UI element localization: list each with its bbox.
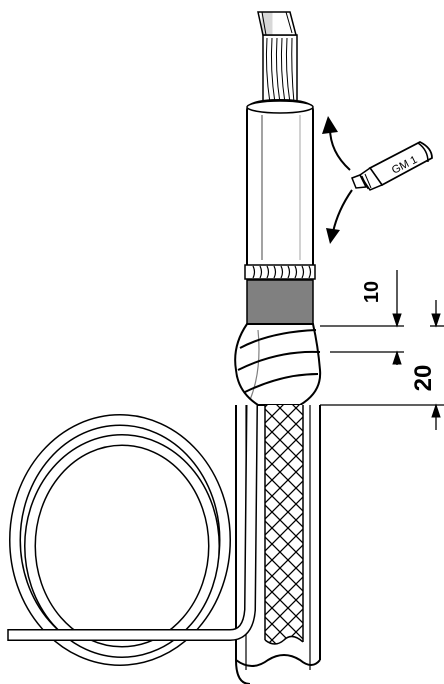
- grease-tube: GM 1: [351, 140, 433, 191]
- insulation: [246, 98, 314, 269]
- semiconductive-band: [246, 279, 314, 325]
- dimension-20-label: 20: [410, 365, 437, 392]
- lower-arrow: [332, 189, 353, 233]
- dimension-10-label: 10: [361, 281, 383, 303]
- earth-wire-coil: [7, 404, 258, 666]
- wire-ring: [244, 264, 316, 280]
- upper-arrow: [329, 127, 351, 171]
- conductor: [257, 11, 298, 106]
- dimension-lines: [320, 270, 444, 430]
- application-arrows: [322, 116, 353, 244]
- braided-screen: [264, 405, 304, 645]
- tape-wrap: [234, 323, 322, 406]
